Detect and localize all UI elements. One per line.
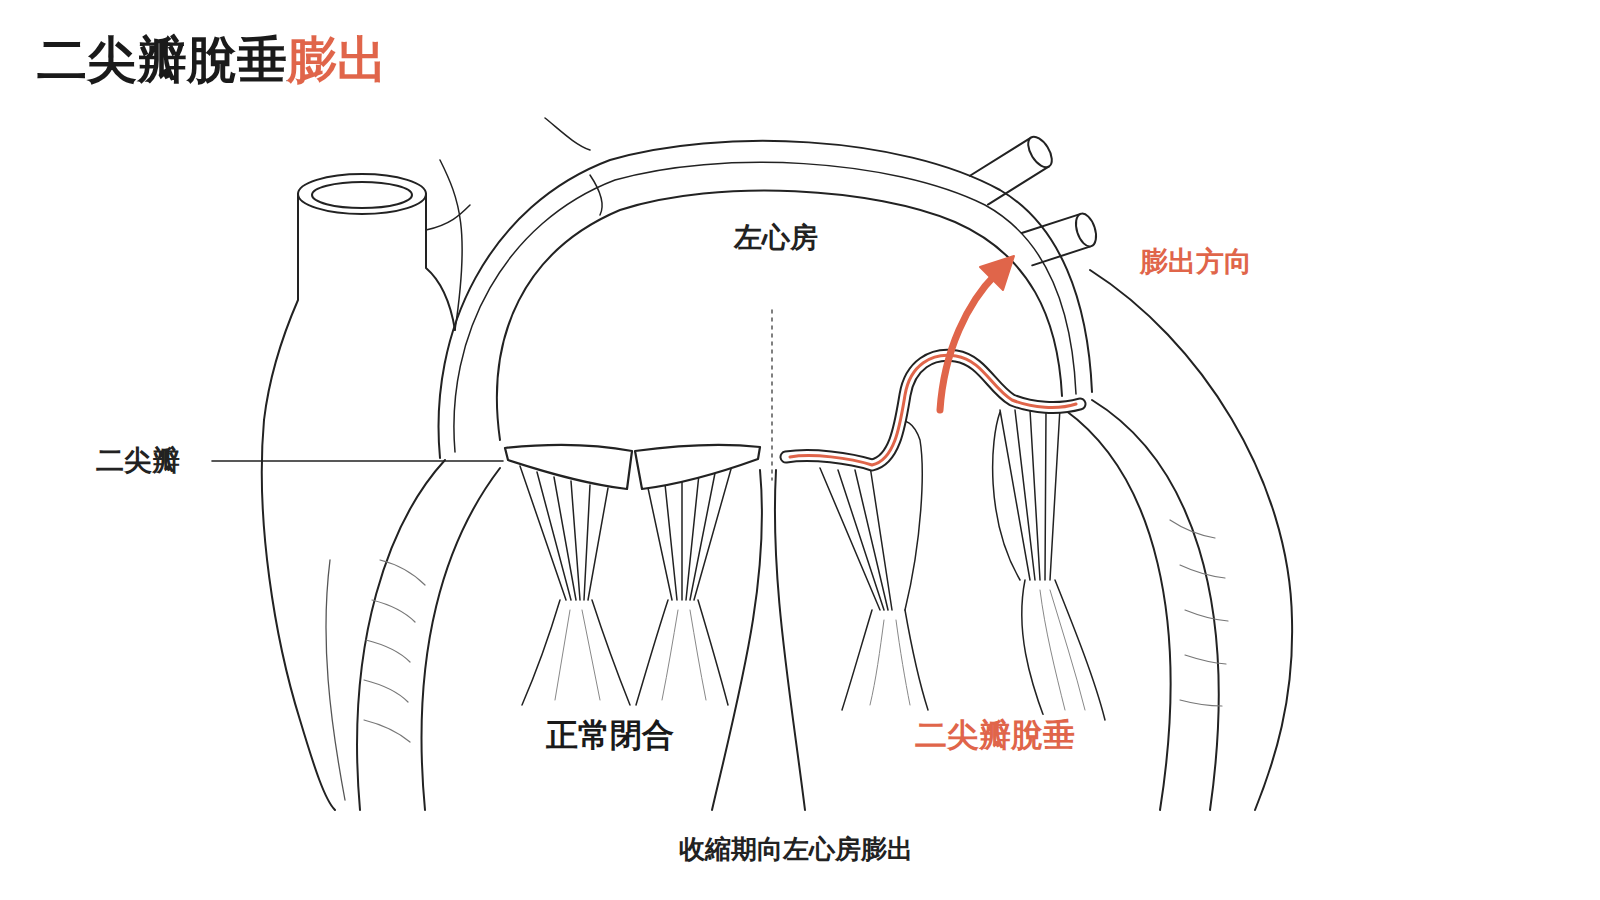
direction-label: 膨出方向: [1136, 244, 1256, 280]
muscle-fibre: [662, 610, 706, 700]
striation: [364, 720, 410, 742]
striation: [1185, 655, 1226, 664]
chordae-normal-right: [636, 462, 733, 705]
part-label: 二尖瓣: [92, 443, 184, 479]
leader-line: [212, 460, 503, 462]
normal-leaflet: [505, 445, 632, 489]
papillary-muscle: [1022, 580, 1105, 720]
muscle-fibre: [555, 610, 600, 700]
prolapse-highlight: [790, 355, 1076, 465]
muscle-fibre: [870, 620, 910, 705]
prolapsed-leaflet: [786, 355, 1080, 465]
muscle-fibre: [1040, 590, 1085, 710]
aorta-wall: [264, 194, 298, 420]
ventricle-outer-wall: [1092, 400, 1219, 810]
striation: [372, 600, 415, 622]
state-label: 二尖瓣脫垂: [911, 715, 1079, 755]
bulge-arrow: [940, 256, 1014, 410]
arrow-shaft: [940, 274, 996, 410]
chordae: [520, 466, 608, 600]
atrium-detail: [590, 175, 602, 215]
chordae-normal-left: [520, 466, 630, 705]
chordae-prolapse-right: [993, 408, 1105, 720]
heart-contour: [545, 118, 590, 150]
heart-outline: [262, 420, 335, 810]
ventricle-outer-wall: [357, 460, 445, 810]
state-label: 正常閉合: [542, 715, 678, 755]
vessel-line: [426, 205, 470, 230]
striation: [366, 640, 410, 662]
papillary-muscle: [636, 600, 728, 705]
striation: [380, 560, 425, 585]
atrium-outer-wall: [439, 141, 1092, 458]
ventricle-inner-wall: [422, 468, 500, 810]
pulmonary-vein: [970, 133, 1057, 205]
muscle-striations: [364, 560, 425, 742]
papillary-muscle: [842, 610, 928, 710]
vein-opening: [1072, 211, 1100, 249]
arrow-head: [980, 256, 1014, 290]
papillary-finger: [993, 412, 1020, 580]
aorta: [264, 174, 470, 420]
striation: [1180, 565, 1225, 578]
central-ridge: [775, 470, 805, 810]
chordae: [1000, 408, 1060, 580]
chordae: [820, 466, 892, 610]
striation: [364, 680, 408, 702]
aorta-wall: [426, 194, 455, 330]
atrium-wall-line: [454, 162, 1076, 452]
vein-opening: [1023, 133, 1056, 171]
normal-leaflet: [635, 445, 760, 489]
papillary-finger: [894, 421, 922, 610]
divider-line: [771, 310, 773, 480]
papillary-muscle: [522, 600, 630, 705]
central-ridge: [712, 470, 762, 810]
striation: [1180, 700, 1222, 706]
aorta-rim: [298, 174, 426, 214]
aorta-lumen: [312, 182, 412, 208]
heart-contour: [326, 560, 345, 800]
chamber-label: 左心房: [730, 220, 822, 256]
heart-outline: [1090, 270, 1292, 810]
leaflet-outline: [786, 355, 1080, 465]
striation: [1185, 610, 1228, 621]
striation: [1170, 520, 1215, 538]
diagram-caption: 收縮期向左心房膨出: [675, 833, 917, 866]
diagram-title: 二尖瓣脫垂膨出: [37, 30, 387, 90]
heart-contour: [440, 160, 462, 330]
muscle-striations: [1170, 520, 1228, 706]
ventricle-inner-wall: [1065, 410, 1171, 810]
leaflet-body: [786, 355, 1080, 465]
atrium-inner-wall: [497, 191, 1062, 440]
